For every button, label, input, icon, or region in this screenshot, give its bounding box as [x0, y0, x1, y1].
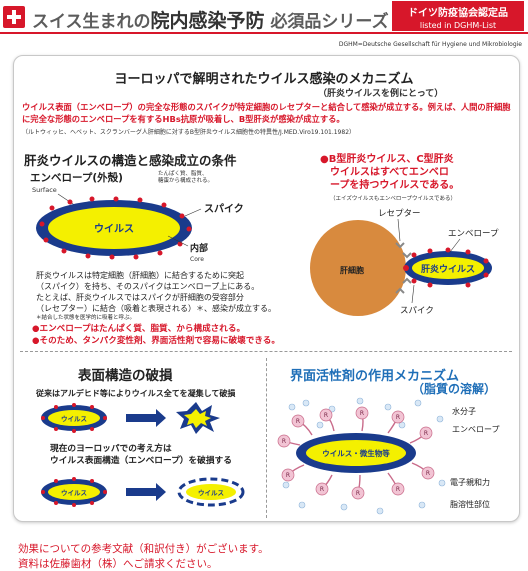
section-divider-vertical: [266, 358, 267, 518]
svg-text:R: R: [324, 412, 328, 419]
svg-text:R: R: [356, 490, 360, 497]
surfactant-tails: [283, 412, 429, 494]
surfactant-heads: [277, 406, 435, 500]
bc-hepatitis-note: ●B型肝炎ウイルス、C型肝炎 ウイルスはすべてエンベロ ープを持つウイルスである…: [320, 154, 460, 202]
svg-text:R: R: [320, 486, 324, 493]
liver-cell-label: 肝細胞: [340, 265, 364, 275]
dghm-note: DGHM=Deutsche Gesellschaft für Hygiene u…: [338, 41, 522, 48]
envelope-destruction-diagram: ウイルス ウイルス: [41, 477, 245, 507]
virus-structure-diagram: エンベロープ(外殻) たんぱく質、脂質、 糖蛋から構成される。 Surface …: [30, 169, 244, 263]
liver-cell: [310, 220, 406, 316]
svg-text:R: R: [296, 418, 300, 425]
inner-label: 内部: [190, 242, 208, 254]
envelope-note-2: 糖蛋から構成される。: [158, 176, 213, 184]
envelope-label: エンベロープ(外殻): [30, 171, 123, 184]
reference-citation: （ルトウィッヒ、ヘベット、スクランバーグ人肝細胞に対するB型肝炎ウイルス細胞性の…: [22, 129, 356, 136]
core-label: Core: [190, 256, 204, 263]
receptor-binding-diagram: 肝細胞 肝炎ウイルス レセプター エンベロープ スパイク: [310, 209, 499, 316]
water-molecules: [278, 397, 446, 515]
destruction-heading: 表面構造の破損: [78, 368, 173, 384]
arrow-icon: [126, 409, 166, 427]
header: スイス生まれの院内感染予防 必須品シリーズ ドイツ防疫協会認定品 listed …: [0, 0, 528, 36]
receptor-label: レセプター: [378, 209, 421, 219]
structure-heading: 肝炎ウイルスの構造と感染成立の条件: [24, 153, 237, 168]
arrow-icon: [126, 483, 166, 501]
surfactant-heading: 界面活性剤の作用メカニズム: [290, 369, 460, 384]
microbe-label: ウイルス・微生物等: [322, 448, 390, 458]
spike-label: スパイク: [204, 203, 244, 215]
structure-description: 肝炎ウイルスは特定細胞（肝細胞）に結合するために突起 （スパイク）を持ち、そのス…: [36, 271, 276, 321]
receptor-markers: [395, 242, 412, 294]
footer-line-1: 効果についての参考文献（和訳付き）がございます。: [18, 543, 269, 555]
virus-label-before: ウイルス: [61, 415, 87, 423]
envelope-label-right: エンベロープ: [448, 229, 499, 239]
swiss-flag-icon: [3, 6, 25, 28]
main-title: ヨーロッパで解明されたウイルス感染のメカニズム: [114, 72, 414, 87]
certification-badge: ドイツ防疫協会認定品 listed in DGHM-List: [392, 1, 524, 31]
aggregation-diagram: ウイルス: [41, 402, 220, 434]
envelope-note-1: たんぱく質、脂質、: [158, 169, 208, 177]
molecule-labels: R R R R R R R R R R R: [282, 410, 430, 497]
hepatitis-virus-core: [412, 257, 484, 279]
bullet-easy-destruction: ●そのため、タンパク変性剤、界面活性剤で容易に破壊できる。: [32, 336, 280, 346]
svg-text:R: R: [282, 438, 286, 445]
surfactant-subheading: （脂質の溶解）: [412, 382, 497, 396]
svg-text:R: R: [360, 410, 364, 417]
svg-text:R: R: [424, 430, 428, 437]
virus-label-damaged: ウイルス: [198, 489, 224, 497]
svg-text:R: R: [396, 414, 400, 421]
page-title: スイス生まれの院内感染予防 必須品シリーズ: [32, 10, 389, 32]
spike-markers: [39, 196, 192, 260]
section-divider-horizontal: [20, 351, 512, 352]
spike-label-right: スパイク: [400, 306, 434, 316]
conventional-method-text: 従来はアルデヒド等によりウイルス全てを凝集して破損: [36, 389, 236, 398]
lipophilic-label: 脂溶性部位: [450, 500, 490, 509]
microbe-core: [306, 440, 406, 466]
virus-core: [48, 207, 180, 249]
bullet-envelope-composition: ●エンベロープはたんぱく質、脂質、から構成される。: [32, 324, 246, 334]
surfactant-mechanism-diagram: ウイルス・微生物等 R R R R R R R R R R R: [277, 397, 446, 515]
european-approach-text: 現在のヨーロッパでの考え方は ウイルス表面構造（エンベロープ）を破損する: [50, 444, 232, 466]
envelope-label-surfactant: エンベロープ: [452, 425, 500, 434]
svg-text:R: R: [396, 486, 400, 493]
virus-label-intact: ウイルス: [61, 489, 87, 497]
footer-line-2: 資料は佐藤歯材（株）へご請求ください。: [18, 558, 218, 570]
mechanism-description: ウイルス表面（エンベロープ）の完全な形態のスパイクが特定細胞のレセプターと結合し…: [22, 102, 511, 124]
hepatitis-virus-label: 肝炎ウイルス: [421, 264, 475, 275]
main-subtitle: （肝炎ウイルスを例にとって）: [318, 89, 444, 99]
water-molecule-label: 水分子: [452, 407, 476, 416]
svg-text:R: R: [426, 470, 430, 477]
surface-label: Surface: [32, 186, 57, 194]
virus-label: ウイルス: [94, 223, 134, 235]
binding-spikes: [403, 247, 489, 288]
hydrophilic-label: 電子親和力: [450, 478, 490, 487]
svg-text:R: R: [286, 472, 290, 479]
header-divider: [0, 32, 528, 34]
